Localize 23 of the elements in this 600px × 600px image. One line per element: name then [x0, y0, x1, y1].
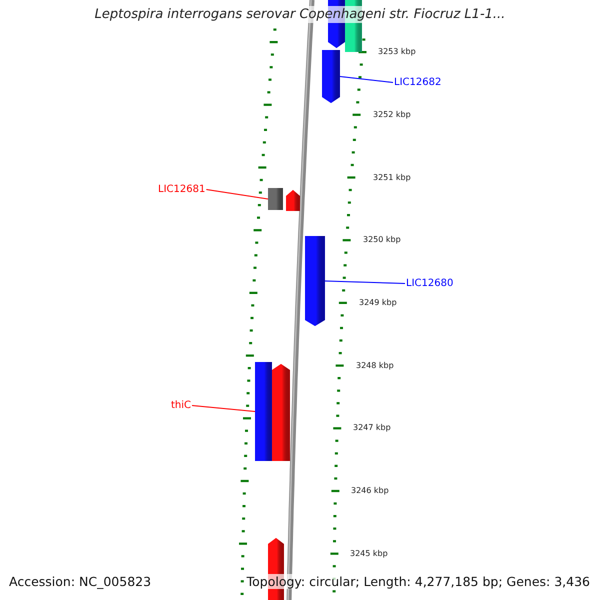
tick-label: 3248 kbp [356, 361, 394, 370]
gene-feature-block [305, 236, 325, 326]
tick-label: 3249 kbp [359, 298, 397, 307]
gene-feature-block [272, 364, 290, 461]
tick-label: 3247 kbp [353, 423, 391, 432]
tick-label: 3253 kbp [378, 47, 416, 56]
tick-label: 3250 kbp [363, 235, 401, 244]
gene-feature-block [286, 190, 300, 211]
leader-line [206, 189, 268, 200]
gene-label: LIC12681 [158, 184, 206, 195]
tick-label: 3252 kbp [373, 110, 411, 119]
gene-feature-block [322, 50, 340, 103]
gene-label: LIC12682 [394, 77, 442, 88]
tick-label: 3251 kbp [373, 173, 411, 182]
leader-line [324, 280, 406, 284]
gene-label: thiC [171, 400, 192, 411]
tick-label: 3246 kbp [351, 486, 389, 495]
leader-line [192, 405, 256, 412]
map-info-text: Topology: circular; Length: 4,277,185 bp; Genes: 3,436 [244, 574, 592, 589]
map-info-text: Accession: NC_005823 [7, 574, 154, 589]
leader-line [340, 76, 394, 83]
gene-label: LIC12680 [406, 278, 454, 289]
tick-label: 3245 kbp [350, 549, 388, 558]
